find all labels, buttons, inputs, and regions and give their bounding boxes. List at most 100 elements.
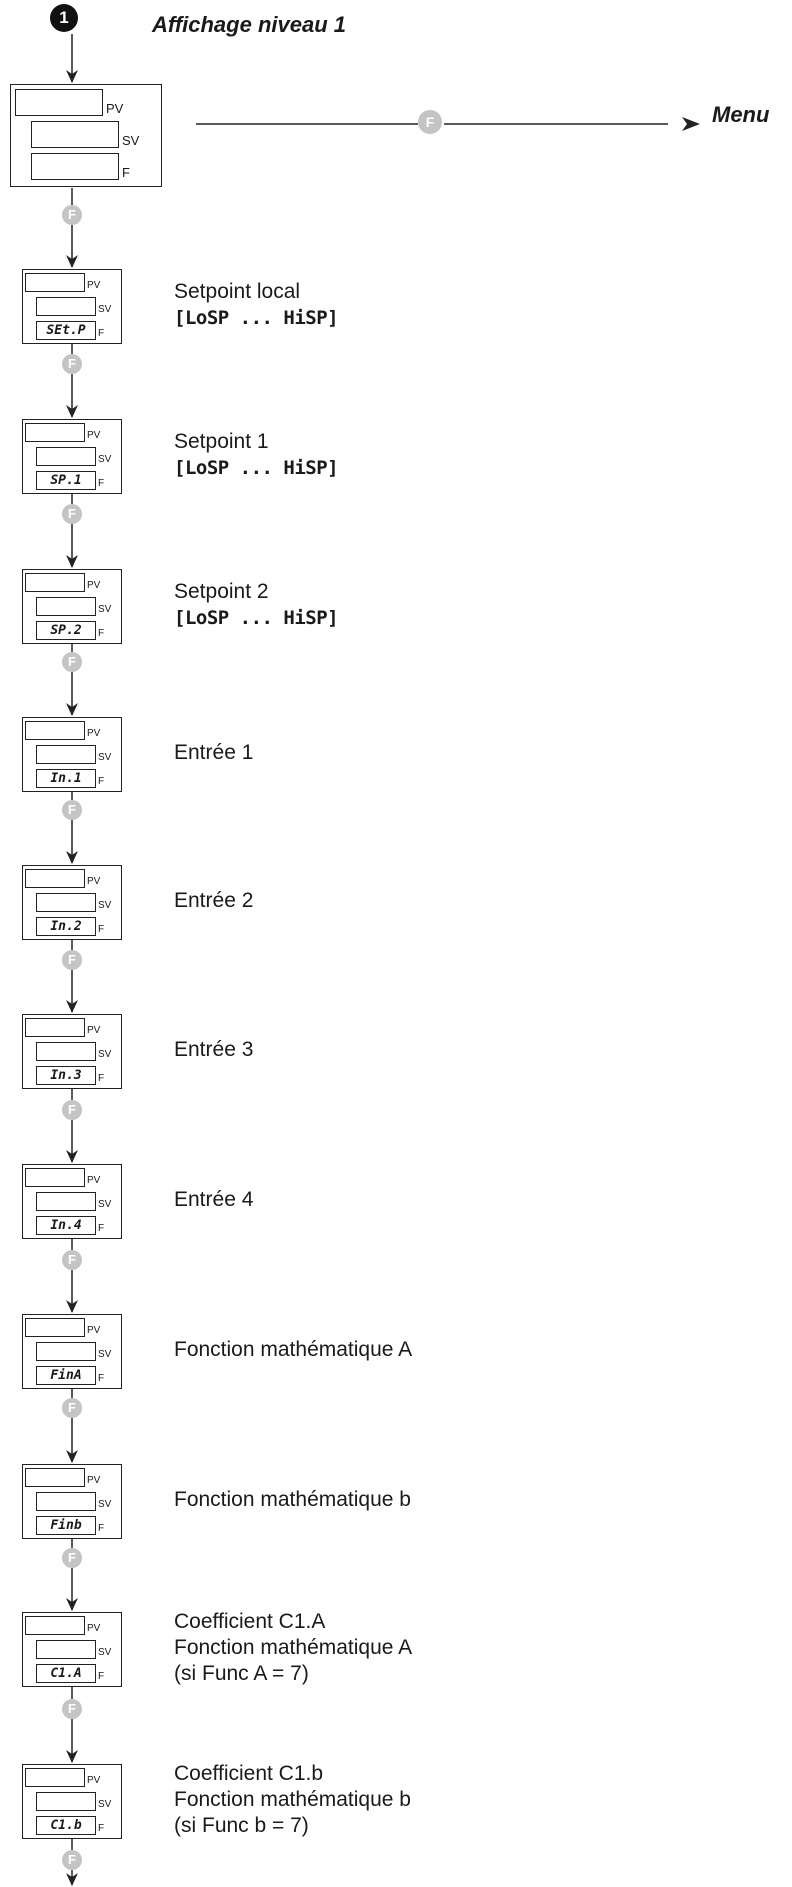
pv-window — [25, 1768, 85, 1787]
pv-label: PV — [87, 580, 101, 591]
f-key-icon-5: F — [62, 800, 82, 820]
description-line: Coefficient C1.b — [174, 1761, 324, 1785]
pv-label: PV — [87, 876, 101, 887]
sv-window — [36, 1792, 96, 1811]
f-key-icon-9: F — [62, 1398, 82, 1418]
sv-window — [36, 1342, 96, 1361]
f-window: Finb — [36, 1516, 96, 1535]
f-label: F — [98, 1073, 105, 1084]
f-label: F — [98, 628, 105, 639]
f-label: F — [98, 1223, 105, 1234]
f-label: F — [98, 1373, 105, 1384]
pv-window — [25, 1018, 85, 1037]
step-number-badge: 1 — [50, 4, 78, 32]
f-label: F — [98, 478, 105, 489]
pv-label: PV — [87, 280, 101, 291]
parameter-code: SEt.P — [46, 323, 86, 338]
step-description: Setpoint local[LoSP ... HiSP] — [174, 279, 339, 331]
step-display-unit: PV SV SP.2 F — [22, 569, 122, 644]
f-key-icon-7: F — [62, 1100, 82, 1120]
sv-label: SV — [98, 604, 112, 615]
arrow-start — [66, 70, 78, 83]
menu-arrow — [682, 117, 700, 131]
sv-label: SV — [98, 900, 112, 911]
pv-label: PV — [87, 1623, 101, 1634]
description-line: Fonction mathématique A — [174, 1635, 413, 1659]
sv-window — [36, 1042, 96, 1061]
step-description: Entrée 1 — [174, 740, 253, 766]
f-window — [31, 153, 119, 180]
sv-window — [36, 893, 96, 912]
sv-label: SV — [122, 133, 140, 148]
sv-window — [36, 597, 96, 616]
description-line: Setpoint 2 — [174, 579, 269, 603]
parameter-code: In.1 — [50, 771, 82, 786]
f-key-icon-11: F — [62, 1699, 82, 1719]
f-label: F — [98, 776, 105, 787]
sv-window — [36, 297, 96, 316]
setpoint-range: [LoSP ... HiSP] — [174, 456, 339, 479]
diagram-title: Affichage niveau 1 — [152, 12, 346, 37]
pv-window — [25, 721, 85, 740]
pv-label: PV — [87, 1175, 101, 1186]
f-label: F — [98, 1823, 105, 1834]
setpoint-range: [LoSP ... HiSP] — [174, 306, 339, 329]
f-window: FinA — [36, 1366, 96, 1385]
f-label: F — [98, 1523, 105, 1534]
pv-label: PV — [87, 728, 101, 739]
arrow-down-5 — [66, 851, 78, 864]
step-description: Fonction mathématique b — [174, 1487, 411, 1513]
arrow-down-6 — [66, 1000, 78, 1013]
description-line: Fonction mathématique b — [174, 1787, 411, 1811]
parameter-code: SP.2 — [50, 623, 82, 638]
pv-window — [25, 1168, 85, 1187]
setpoint-range: [LoSP ... HiSP] — [174, 606, 339, 629]
f-window: SP.2 — [36, 621, 96, 640]
parameter-code: In.3 — [50, 1068, 82, 1083]
sv-label: SV — [98, 1799, 112, 1810]
parameter-code: C1.b — [50, 1818, 82, 1833]
sv-label: SV — [98, 1199, 112, 1210]
pv-label: PV — [106, 101, 124, 116]
main-display-unit: PV SV F — [10, 84, 162, 187]
step-description: Entrée 3 — [174, 1037, 253, 1063]
description-line: (si Func A = 7) — [174, 1661, 309, 1685]
f-window: C1.b — [36, 1816, 96, 1835]
arrow-down-2 — [66, 405, 78, 418]
f-label: F — [98, 924, 105, 935]
description-line: Entrée 1 — [174, 740, 254, 764]
sv-label: SV — [98, 304, 112, 315]
sv-label: SV — [98, 1349, 112, 1360]
step-description: Setpoint 1[LoSP ... HiSP] — [174, 429, 339, 481]
pv-window — [25, 273, 85, 292]
step-description: Entrée 4 — [174, 1187, 253, 1213]
arrow-down-10 — [66, 1598, 78, 1611]
f-window: In.1 — [36, 769, 96, 788]
f-key-icon-12: F — [62, 1850, 82, 1870]
sv-window — [36, 1640, 96, 1659]
f-key-icon-2: F — [62, 354, 82, 374]
arrow-down-8 — [66, 1300, 78, 1313]
pv-window — [25, 869, 85, 888]
f-label: F — [98, 1671, 105, 1682]
pv-window — [15, 89, 103, 116]
f-label: F — [98, 328, 105, 339]
sv-window — [31, 121, 119, 148]
parameter-code: FinA — [50, 1368, 82, 1383]
step-description: Entrée 2 — [174, 888, 253, 914]
sv-label: SV — [98, 1049, 112, 1060]
f-key-icon-4: F — [62, 652, 82, 672]
sv-label: SV — [98, 1647, 112, 1658]
f-key-icon-3: F — [62, 504, 82, 524]
pv-label: PV — [87, 430, 101, 441]
sv-label: SV — [98, 1499, 112, 1510]
description-line: Entrée 3 — [174, 1037, 254, 1061]
description-line: (si Func b = 7) — [174, 1813, 309, 1837]
